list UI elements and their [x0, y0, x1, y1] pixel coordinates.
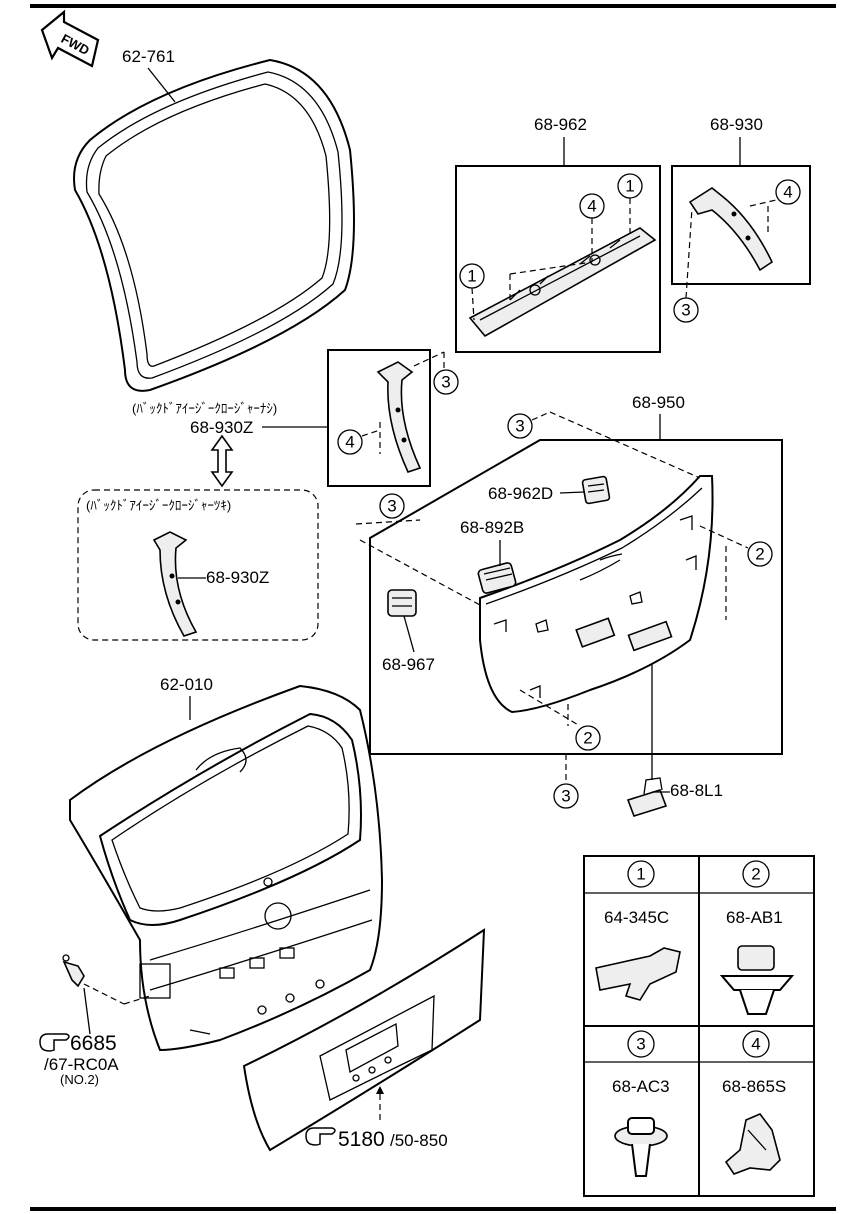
- callout-3a: 3: [673, 297, 699, 323]
- label-68-930Z-2: 68-930Z: [206, 568, 269, 587]
- svg-text:2: 2: [751, 865, 760, 884]
- garnish-drawing: [242, 928, 486, 1152]
- cover-892b-drawing: [477, 562, 517, 594]
- label-68-967: 68-967: [382, 655, 435, 674]
- svg-text:1: 1: [467, 267, 476, 286]
- side-trim-l2-drawing: [152, 531, 198, 637]
- callout-3c: 3: [507, 413, 533, 439]
- handle-8l1-drawing: [626, 777, 668, 817]
- clip-68-ab1-icon: [719, 945, 795, 1015]
- svg-text:64-345C: 64-345C: [604, 908, 669, 927]
- svg-text:3: 3: [387, 497, 396, 516]
- callout-3b: 3: [433, 369, 459, 395]
- label-68-930: 68-930: [710, 115, 763, 134]
- svg-text:4: 4: [751, 1035, 760, 1054]
- svg-text:68-865S: 68-865S: [722, 1077, 786, 1096]
- svg-text:3: 3: [681, 301, 690, 320]
- double-arrow-icon: [210, 434, 234, 488]
- clip-68-ac3-icon: [614, 1117, 668, 1177]
- ref-6685: 6685: [70, 1032, 117, 1055]
- svg-text:4: 4: [587, 197, 596, 216]
- side-trim-l-drawing: [376, 361, 422, 473]
- note-with-closure: (ﾊﾞｯｸﾄﾞｱｲｰｼﾞｰｸﾛｰｼﾞｬｰﾂｷ): [86, 498, 231, 513]
- liftgate-drawing: [69, 684, 384, 1052]
- legend-table: [583, 855, 815, 1197]
- svg-text:3: 3: [561, 787, 570, 806]
- svg-text:3: 3: [515, 417, 524, 436]
- svg-text:2: 2: [583, 729, 592, 748]
- box-68-930: [671, 165, 811, 285]
- cover-967-drawing: [387, 589, 417, 617]
- callout-4b: 4: [775, 179, 801, 205]
- callout-3e: 3: [553, 783, 579, 809]
- ref-6685-hand-icon: [39, 1033, 70, 1052]
- note-no-closure: (ﾊﾞｯｸﾄﾞｱｲｰｼﾞｰｸﾛｰｼﾞｬｰﾅｼ): [132, 401, 277, 416]
- lower-trim-drawing: [479, 475, 714, 714]
- box-68-930Z: [327, 349, 431, 487]
- ref-6685-sub2: (NO.2): [60, 1072, 99, 1087]
- svg-text:68-AB1: 68-AB1: [726, 908, 783, 927]
- ref-5180-sub: /50-850: [390, 1131, 448, 1150]
- label-68-930Z: 68-930Z: [190, 418, 253, 437]
- box-68-962: [455, 165, 661, 353]
- svg-text:4: 4: [783, 183, 792, 202]
- weatherstrip-drawing: [73, 58, 355, 392]
- box-with-closure: [77, 489, 319, 641]
- svg-text:4: 4: [345, 433, 354, 452]
- fwd-arrow-icon: FWD: [40, 9, 100, 68]
- cover-962d-drawing: [581, 475, 611, 505]
- ref-6685-sub: /67-RC0A: [44, 1055, 119, 1074]
- legend-cell-1: 1 64-345C: [595, 860, 681, 1001]
- label-68-8L1: 68-8L1: [670, 781, 723, 800]
- sensor-drawing: [62, 954, 85, 988]
- callout-4c: 4: [337, 429, 363, 455]
- label-68-950: 68-950: [632, 393, 685, 412]
- callout-4a: 4: [579, 193, 605, 219]
- box-68-950: [369, 439, 783, 755]
- clip-68-865s-icon: [724, 1113, 781, 1175]
- legend-cell-4: 4 68-865S: [722, 1030, 786, 1175]
- ref-5180: 5180: [338, 1128, 385, 1151]
- label-68-892B: 68-892B: [460, 518, 524, 537]
- svg-text:3: 3: [441, 373, 450, 392]
- svg-text:68-AC3: 68-AC3: [612, 1077, 670, 1096]
- label-62-010: 62-010: [160, 675, 213, 694]
- callout-1b: 1: [459, 263, 485, 289]
- callout-3d: 3: [379, 493, 405, 519]
- svg-text:1: 1: [636, 865, 645, 884]
- label-62-761: 62-761: [122, 47, 175, 66]
- upper-trim-drawing: [468, 227, 657, 338]
- callout-1a: 1: [617, 173, 643, 199]
- legend-cell-2: 2 68-AB1: [719, 860, 795, 1015]
- svg-text:2: 2: [755, 545, 764, 564]
- ref-5180-hand-icon: [305, 1127, 336, 1146]
- side-trim-r-drawing: [688, 187, 774, 272]
- callout-2a: 2: [747, 541, 773, 567]
- label-68-962: 68-962: [534, 115, 587, 134]
- legend-cell-3: 3 68-AC3: [612, 1030, 670, 1177]
- callout-2b: 2: [575, 725, 601, 751]
- svg-text:3: 3: [636, 1035, 645, 1054]
- clip-64-345c-icon: [595, 947, 681, 1001]
- label-68-962D: 68-962D: [488, 484, 553, 503]
- svg-text:1: 1: [625, 177, 634, 196]
